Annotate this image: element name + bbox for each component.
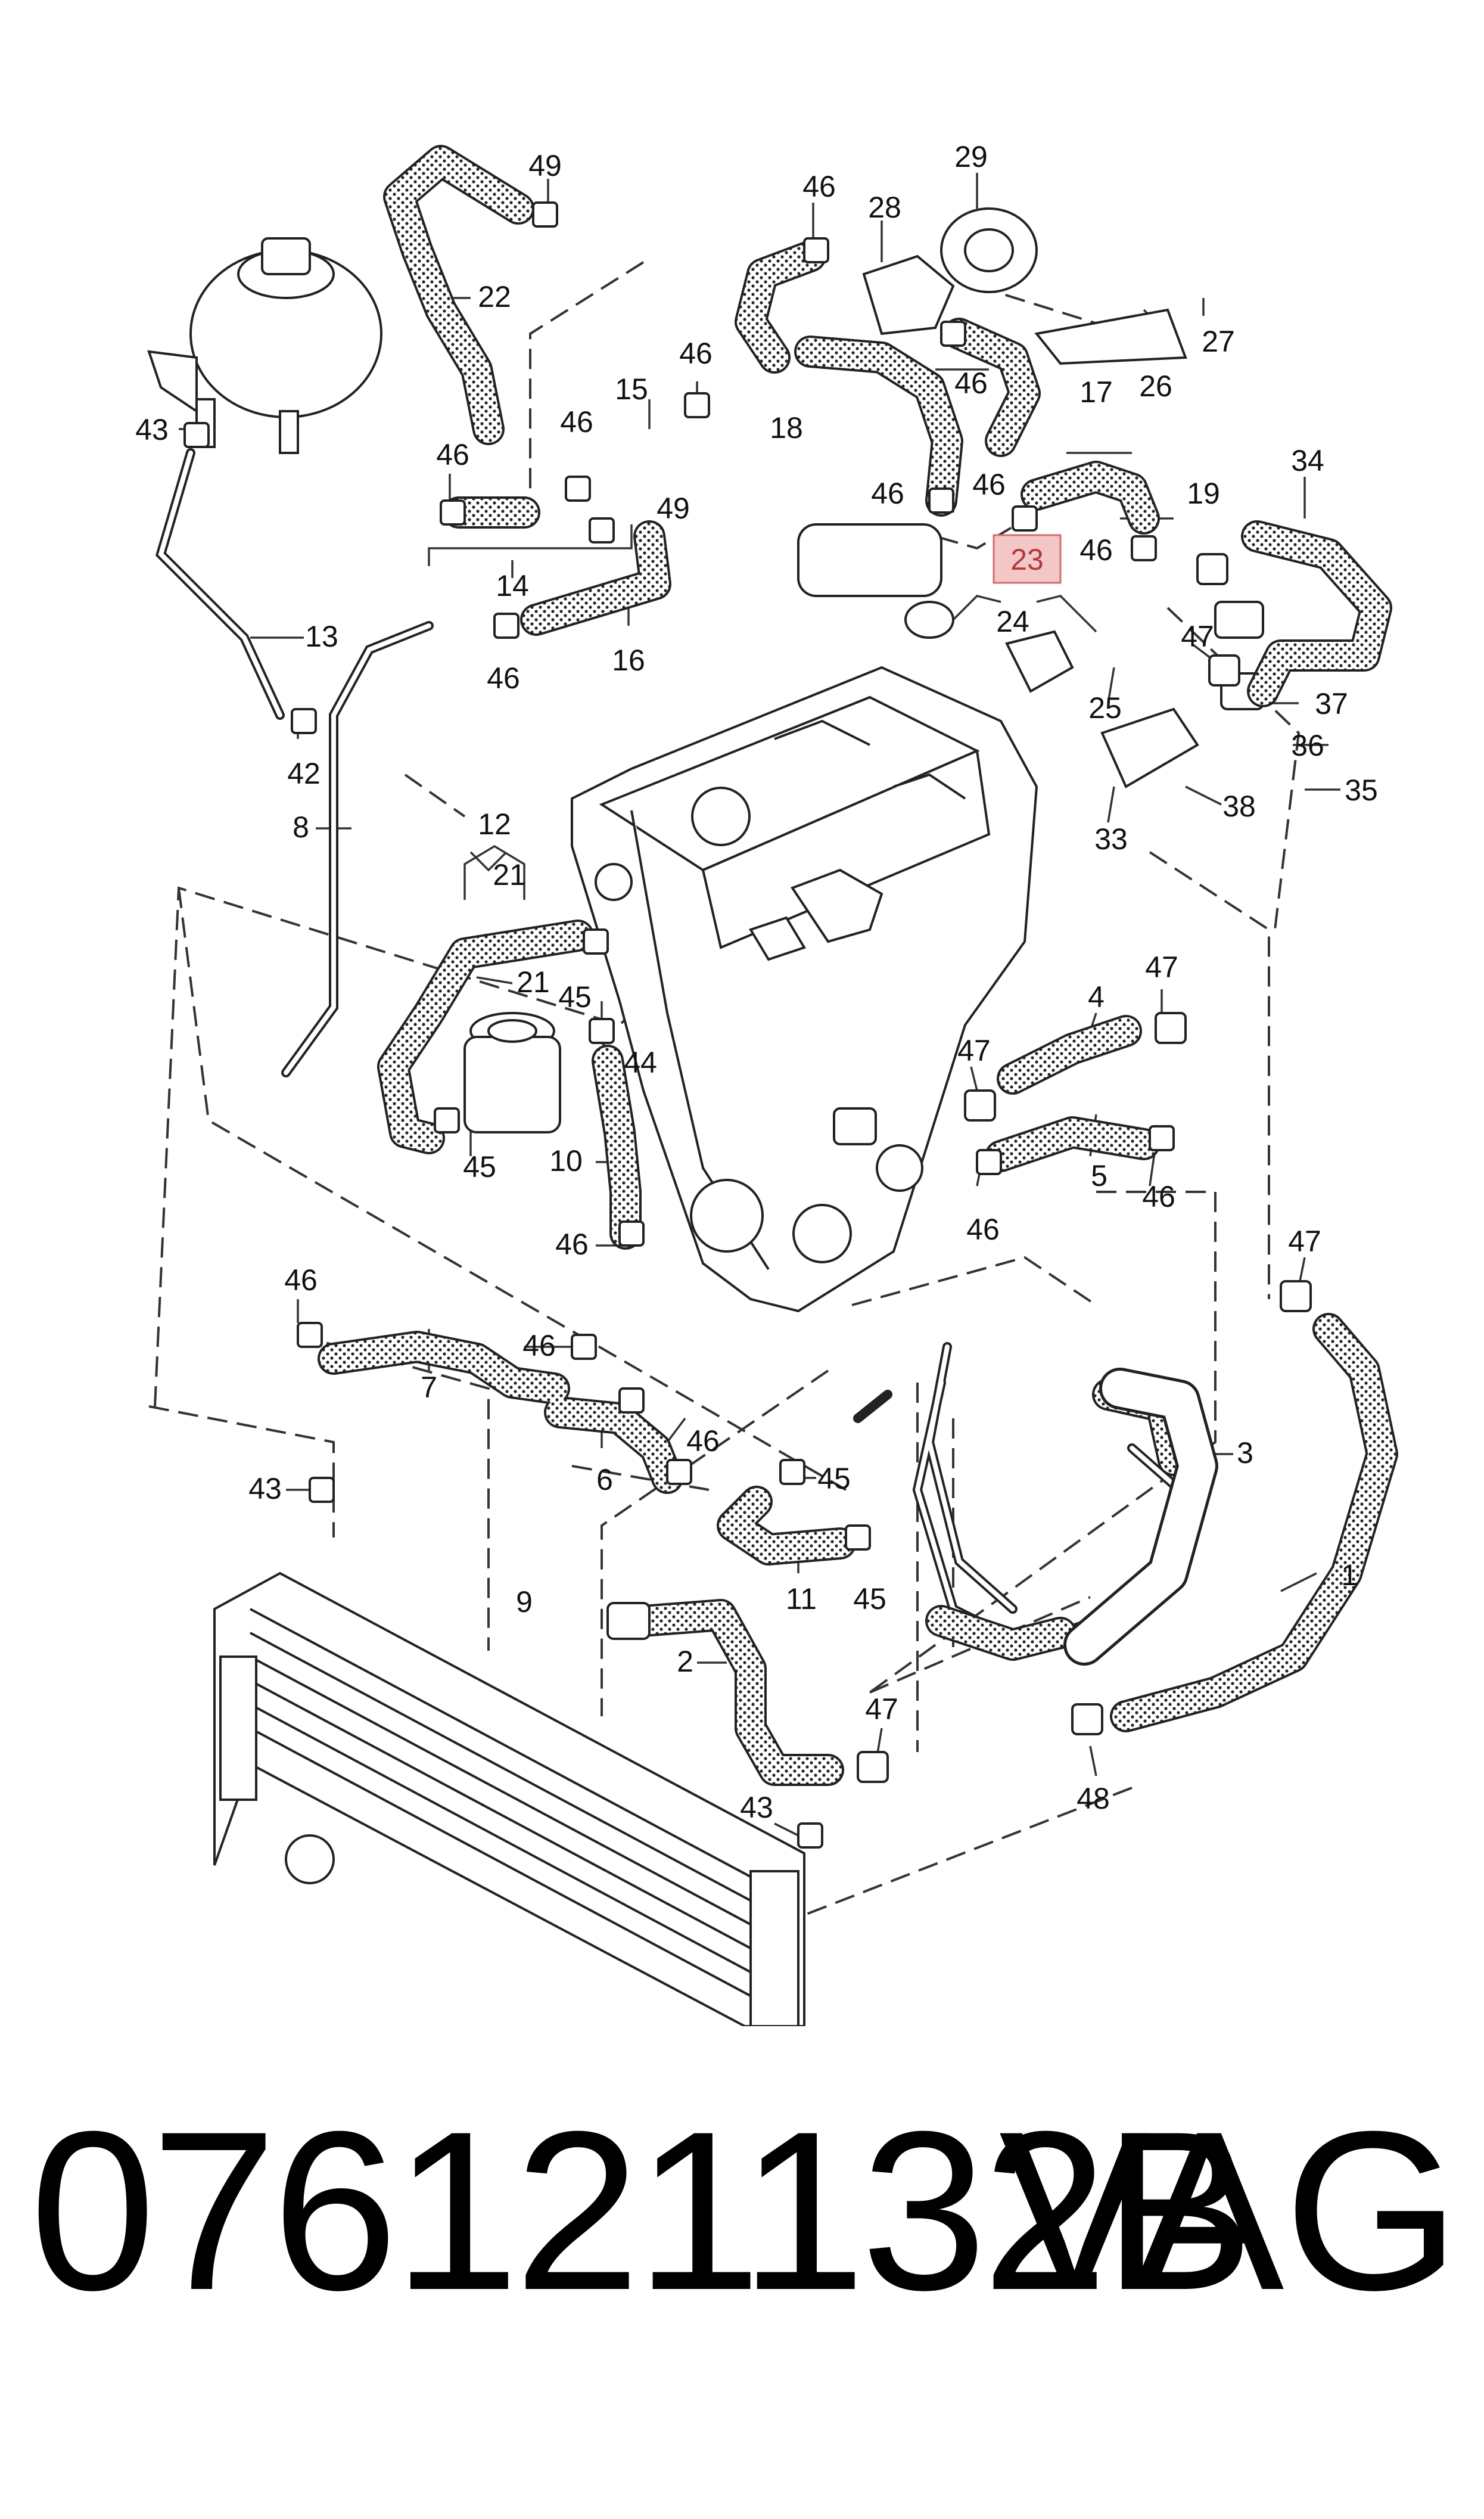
- callout-28: 28: [868, 191, 901, 224]
- callout-3: 3: [1237, 1436, 1253, 1470]
- callout-46: 46: [1079, 533, 1113, 567]
- callout-5: 5: [1091, 1159, 1107, 1192]
- callout-46: 46: [1142, 1180, 1175, 1213]
- callout-6: 6: [596, 1463, 613, 1496]
- pump-housings: [797, 207, 1264, 788]
- callout-49: 49: [657, 492, 690, 525]
- callout-11: 11: [786, 1582, 817, 1616]
- callout-18: 18: [770, 411, 803, 445]
- callout-48: 48: [1077, 1782, 1110, 1815]
- callout-10: 10: [549, 1144, 583, 1178]
- reservoir: [463, 1012, 561, 1133]
- callout-46: 46: [522, 1329, 556, 1362]
- callout-34: 34: [1291, 444, 1324, 477]
- footer: 076121132B VAG: [0, 2086, 1484, 2384]
- callout-46: 46: [871, 477, 904, 510]
- radiator: [213, 1571, 805, 2026]
- callout-1: 1: [1341, 1558, 1358, 1592]
- callout-47: 47: [1288, 1225, 1321, 1258]
- highlight-callout: 23: [993, 534, 1062, 584]
- callout-27: 27: [1202, 325, 1235, 358]
- callout-24: 24: [996, 605, 1029, 638]
- callout-47: 47: [1181, 620, 1214, 653]
- callout-46: 46: [802, 170, 836, 203]
- callout-44: 44: [624, 1046, 657, 1079]
- callout-38: 38: [1222, 790, 1256, 823]
- callout-36: 36: [1291, 729, 1324, 762]
- callout-13: 13: [305, 620, 338, 653]
- callout-12: 12: [478, 807, 511, 841]
- callout-21: 21: [517, 965, 550, 999]
- callout-46: 46: [284, 1263, 318, 1297]
- callout-49: 49: [528, 149, 562, 182]
- callout-9: 9: [516, 1585, 533, 1619]
- expansion-tank: [147, 237, 382, 454]
- callout-37: 37: [1315, 687, 1348, 720]
- callout-19: 19: [1187, 477, 1220, 510]
- callout-47: 47: [1145, 951, 1178, 984]
- callout-14: 14: [496, 569, 529, 602]
- callout-46: 46: [679, 337, 713, 370]
- callout-4: 4: [1088, 980, 1105, 1014]
- callout-43: 43: [248, 1472, 282, 1505]
- callout-35: 35: [1345, 774, 1378, 807]
- coolant-hoses: [318, 145, 1398, 1786]
- callout-26: 26: [1139, 369, 1172, 403]
- callout-2: 2: [677, 1645, 693, 1678]
- callout-46: 46: [487, 661, 520, 695]
- callout-7: 7: [421, 1371, 437, 1404]
- dashed-leaders: [148, 261, 1301, 1944]
- callout-46: 46: [972, 468, 1006, 501]
- hose-clamps: [183, 201, 1312, 1849]
- callout-46: 46: [966, 1213, 1000, 1246]
- callout-45: 45: [463, 1150, 496, 1184]
- callout-29: 29: [954, 140, 988, 173]
- callout-23: 23: [1010, 543, 1044, 576]
- callout-43: 43: [135, 413, 169, 446]
- callout-45: 45: [853, 1582, 886, 1616]
- callout-15: 15: [615, 372, 648, 406]
- callout-22: 22: [478, 280, 511, 313]
- callout-47: 47: [957, 1034, 991, 1067]
- callout-46: 46: [954, 366, 988, 400]
- callout-17: 17: [1079, 375, 1113, 409]
- callout-42: 42: [287, 757, 321, 790]
- callout-45: 45: [558, 980, 592, 1014]
- callout-16: 16: [612, 644, 645, 677]
- engine-block: [571, 666, 1038, 1313]
- callout-43: 43: [740, 1791, 773, 1824]
- callout-33: 33: [1094, 822, 1128, 856]
- callout-46: 46: [436, 438, 469, 471]
- parts-diagram: 23 49 22 43 46 46 15 46 49 14 46 16 13 4…: [135, 140, 1398, 2026]
- callout-8: 8: [293, 810, 309, 844]
- callout-21: 21: [493, 858, 526, 892]
- callout-46: 46: [686, 1424, 720, 1458]
- callout-47: 47: [865, 1692, 898, 1726]
- part-number: 076121132B: [30, 2084, 1254, 2337]
- callout-45: 45: [817, 1462, 851, 1495]
- callout-46: 46: [560, 405, 593, 439]
- callout-46: 46: [555, 1228, 589, 1261]
- callout-25: 25: [1088, 691, 1122, 725]
- brand-name: VAG: [998, 2084, 1460, 2337]
- callouts: 49 22 43 46 46 15 46 49 14 46 16 13 42 8…: [135, 140, 1378, 1824]
